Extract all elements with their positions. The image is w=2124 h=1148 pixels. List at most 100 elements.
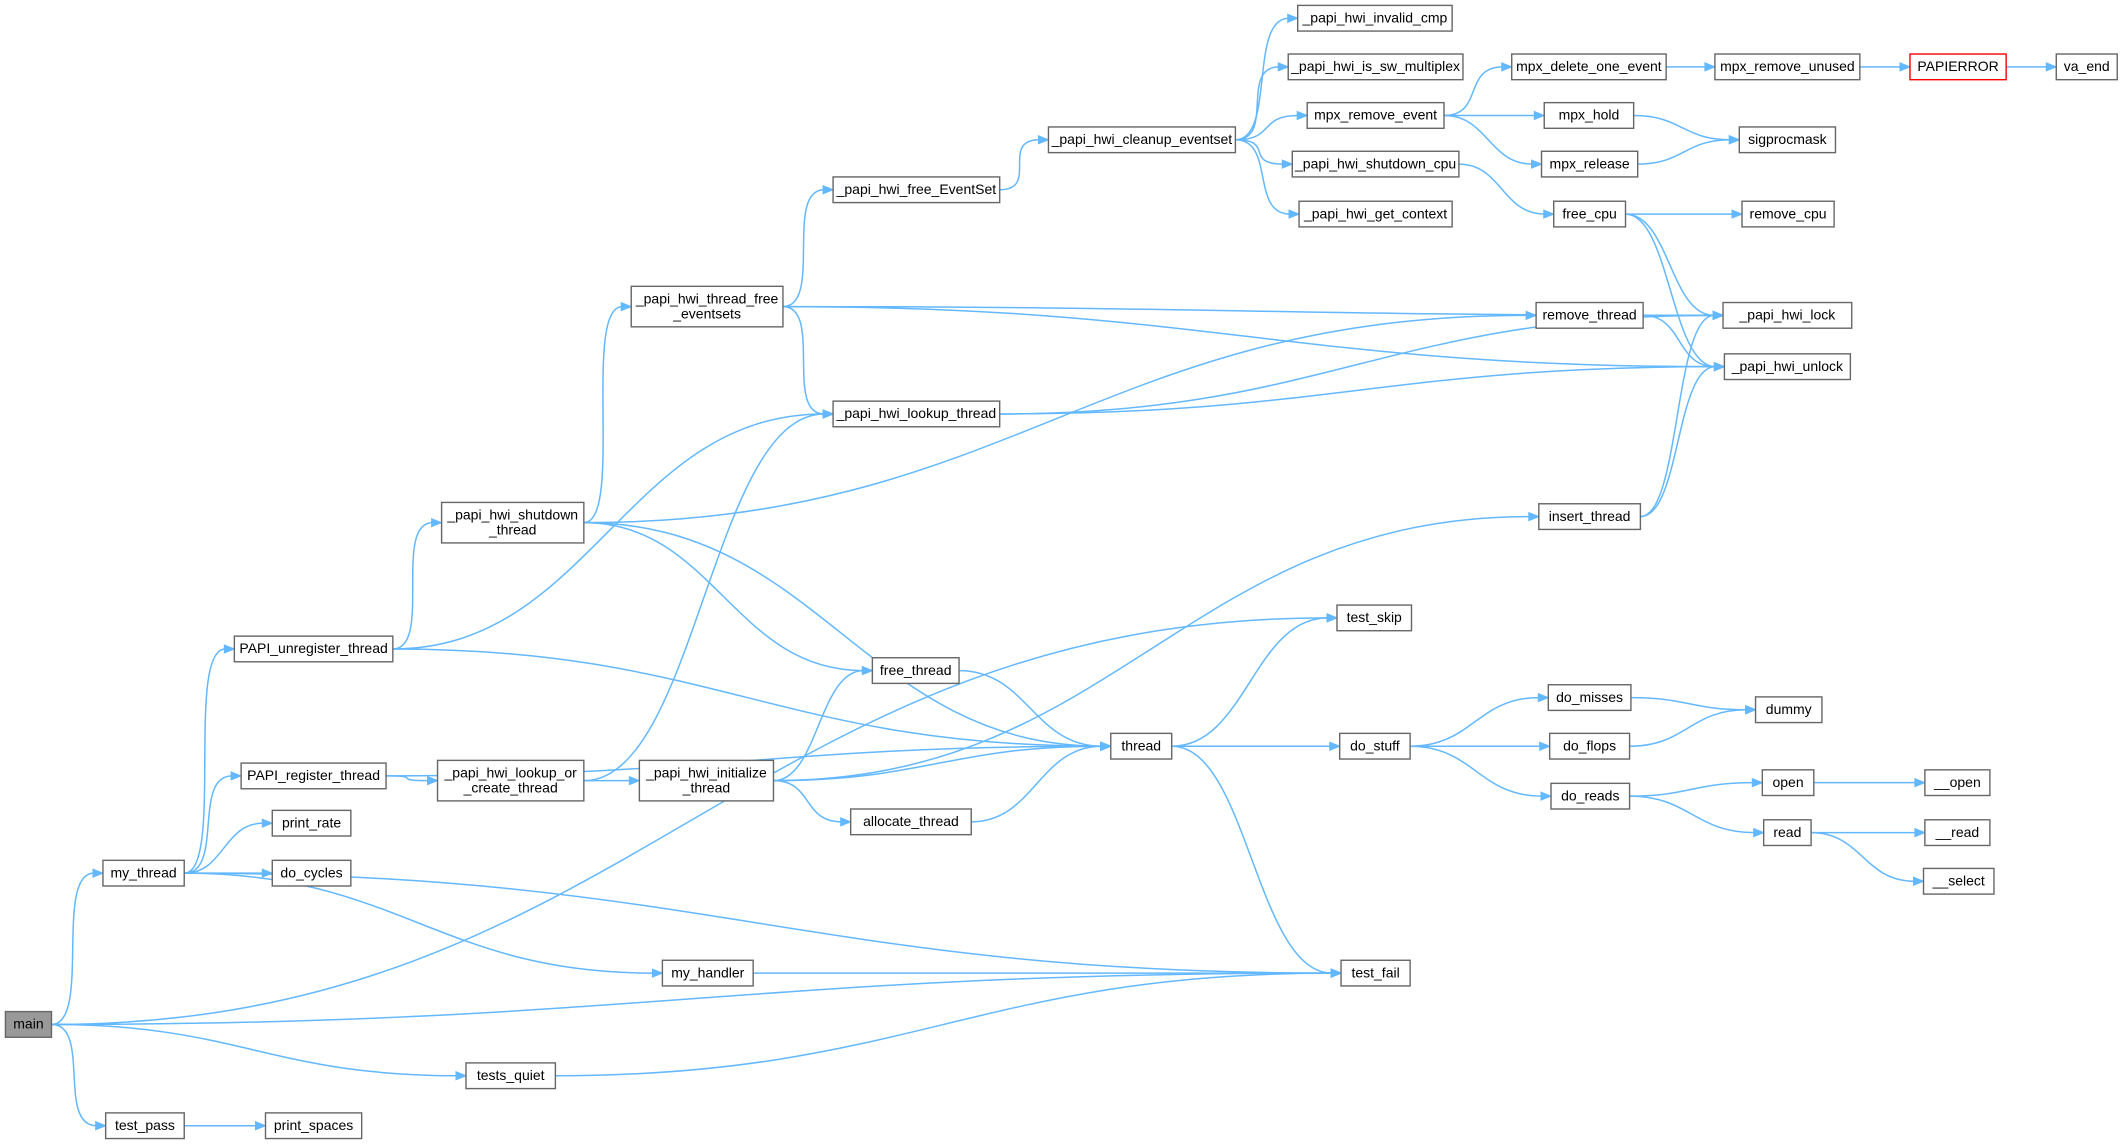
node-hwi-lock[interactable]: _papi_hwi_lock — [1722, 301, 1853, 329]
edge-read-to-read — [1811, 827, 1927, 838]
edge-mpx-remove-event-to-mpx-hold — [1443, 110, 1546, 121]
node-my-thread[interactable]: my_thread — [102, 859, 185, 887]
node-my-handler[interactable]: my_handler — [661, 959, 754, 987]
node-print-rate[interactable]: print_rate — [271, 809, 352, 837]
node-box — [1110, 732, 1173, 760]
node-tests-quiet[interactable]: tests_quiet — [465, 1062, 557, 1090]
node-hwi-unlock[interactable]: _papi_hwi_unlock — [1723, 353, 1852, 381]
node-label: do_stuff — [1350, 737, 1400, 753]
edge-allocate-thread-to-thread — [971, 741, 1113, 823]
edge-do-stuff-to-do-flops — [1410, 741, 1551, 751]
node-free-thread[interactable]: free_thread — [871, 657, 960, 685]
node-shutdown-cpu[interactable]: _papi_hwi_shutdown_cpu — [1291, 150, 1460, 178]
node-box — [1714, 53, 1861, 81]
node-label: free_thread — [880, 662, 952, 678]
edge-papi-register-thread-to-lookup-or-create — [386, 775, 439, 786]
node-box — [271, 809, 352, 837]
node-papi-register-thread[interactable]: PAPI_register_thread — [240, 762, 387, 790]
node-do-reads[interactable]: do_reads — [1550, 782, 1631, 810]
node-print-spaces[interactable]: print_spaces — [264, 1112, 363, 1140]
node-free-cpu[interactable]: free_cpu — [1553, 200, 1627, 228]
node-read[interactable]: __read — [1924, 819, 1991, 847]
node-initialize-thread[interactable]: _papi_hwi_initialize_thread — [638, 759, 775, 802]
node-va-end[interactable]: va_end — [2055, 53, 2118, 81]
node-read[interactable]: read — [1762, 819, 1812, 847]
node-papi-unregister-thread[interactable]: PAPI_unregister_thread — [233, 635, 394, 663]
edge-main-to-tests-quiet — [51, 1023, 468, 1081]
node-box — [1761, 769, 1815, 797]
node-do-cycles[interactable]: do_cycles — [271, 859, 352, 887]
node-mpx-delete-one-event[interactable]: mpx_delete_one_event — [1511, 53, 1667, 81]
node-remove-cpu[interactable]: remove_cpu — [1741, 200, 1835, 228]
edge-lookup-thread-to-hwi-unlock — [999, 361, 1726, 415]
edge-my-thread-to-test-fail — [184, 872, 1343, 978]
edge-my-thread-to-print-rate — [184, 818, 274, 874]
edge-mpx-remove-unused-to-papierror — [1859, 62, 1912, 72]
node-invalid-cmp[interactable]: _papi_hwi_invalid_cmp — [1296, 4, 1453, 32]
edge-do-flops-to-dummy — [1629, 704, 1757, 747]
node-box — [1924, 769, 1991, 797]
node-free-eventset[interactable]: _papi_hwi_free_EventSet — [832, 176, 1001, 204]
node-cleanup-eventset[interactable]: _papi_hwi_cleanup_eventset — [1047, 126, 1237, 154]
node-shutdown-thread[interactable]: _papi_hwi_shutdown_thread — [440, 501, 585, 544]
node-do-stuff[interactable]: do_stuff — [1338, 732, 1411, 760]
node-label: _thread — [682, 779, 730, 795]
node-box — [1909, 53, 2007, 81]
node-box — [871, 657, 960, 685]
node-label: PAPI_unregister_thread — [239, 640, 387, 656]
node-label: do_misses — [1556, 689, 1623, 705]
node-remove-thread[interactable]: remove_thread — [1535, 301, 1644, 329]
node-box — [1553, 200, 1627, 228]
edge-read-to-select — [1811, 831, 1925, 886]
node-box — [1754, 696, 1823, 724]
node-papierror[interactable]: PAPIERROR — [1909, 53, 2007, 81]
node-insert-thread[interactable]: insert_thread — [1538, 503, 1642, 531]
node-sigprocmask[interactable]: sigprocmask — [1738, 126, 1837, 154]
edge-mpx-remove-event-to-mpx-release — [1443, 114, 1543, 169]
edge-remove-thread-to-hwi-unlock — [1643, 314, 1726, 372]
node-box — [1340, 959, 1411, 987]
node-label: mpx_remove_event — [1314, 107, 1437, 123]
node-label: my_thread — [111, 864, 177, 880]
node-label: _papi_hwi_cleanup_eventset — [1051, 131, 1233, 147]
node-main[interactable]: main — [4, 1010, 53, 1038]
node-mpx-remove-event[interactable]: mpx_remove_event — [1306, 101, 1445, 130]
node-test-fail[interactable]: test_fail — [1340, 959, 1411, 987]
node-do-flops[interactable]: do_flops — [1548, 732, 1631, 760]
node-dummy[interactable]: dummy — [1754, 696, 1823, 724]
node-mpx-release[interactable]: mpx_release — [1540, 150, 1639, 178]
node-box — [832, 176, 1001, 204]
node-select[interactable]: __select — [1922, 867, 1995, 895]
edge-open-to-open — [1813, 777, 1927, 788]
node-get-context[interactable]: _papi_hwi_get_context — [1298, 200, 1453, 228]
node-allocate-thread[interactable]: allocate_thread — [849, 808, 972, 836]
node-lookup-thread[interactable]: _papi_hwi_lookup_thread — [832, 400, 1001, 428]
node-box — [630, 285, 784, 328]
node-thread-free-eventsets[interactable]: _papi_hwi_thread_free_eventsets — [630, 285, 784, 328]
node-label: _create_thread — [463, 779, 558, 795]
node-thread[interactable]: thread — [1110, 732, 1173, 760]
edge-do-reads-to-read — [1629, 795, 1766, 838]
node-mpx-hold[interactable]: mpx_hold — [1543, 101, 1635, 130]
node-lookup-or-create[interactable]: _papi_hwi_lookup_or_create_thread — [436, 759, 585, 802]
node-open[interactable]: __open — [1924, 769, 1991, 797]
node-label: mpx_delete_one_event — [1516, 58, 1662, 74]
node-label: mpx_remove_unused — [1720, 58, 1855, 74]
node-test-pass[interactable]: test_pass — [104, 1112, 185, 1140]
node-box — [4, 1010, 53, 1038]
node-label: read — [1773, 824, 1801, 840]
edge-thread-to-test-fail — [1171, 745, 1343, 978]
node-box — [264, 1112, 363, 1140]
node-mpx-remove-unused[interactable]: mpx_remove_unused — [1714, 53, 1861, 81]
node-test-skip[interactable]: test_skip — [1336, 604, 1413, 632]
edge-shutdown-thread-to-thread — [583, 521, 1113, 751]
node-is-sw-multiplex[interactable]: _papi_hwi_is_sw_multiplex — [1287, 53, 1464, 81]
edge-my-thread-to-my-handler — [184, 872, 664, 978]
edge-shutdown-thread-to-remove-thread — [583, 310, 1538, 524]
node-box — [1738, 126, 1837, 154]
node-open[interactable]: open — [1761, 769, 1815, 797]
edge-insert-thread-to-hwi-lock — [1640, 310, 1725, 518]
node-do-misses[interactable]: do_misses — [1547, 684, 1632, 712]
node-box — [1543, 101, 1635, 130]
edge-main-to-test-pass — [51, 1023, 108, 1131]
